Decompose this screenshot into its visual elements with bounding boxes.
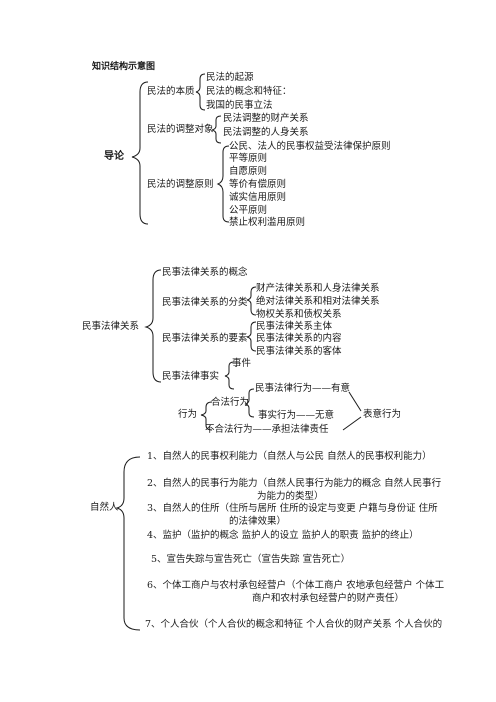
intro-g1-item: 民法的概念和特征： [206,86,292,97]
relations-root-label: 民事法律关系 [82,321,140,332]
relations-cls-item: 财产法律关系和人身法律关系 [256,283,380,294]
legal-brace [244,388,255,418]
relations-elem-brace [246,321,257,352]
act-brace [200,401,213,431]
page-title: 知识结构示意图 [92,62,156,72]
act-expr-label: 表意行为 [363,409,402,420]
act-legal-item: 事实行为——无意 [258,410,335,421]
person-root-label: 自然人 [90,502,119,513]
person-item: 6、个体工商户与农村承包经营户（个体工商户 农地承包经营户 个体工 [147,580,445,591]
intro-g1-item: 我国的民事立法 [206,100,273,111]
intro-g1-label: 民法的本质 [147,86,195,97]
intro-g3-item: 禁止权利滥用原则 [229,217,306,228]
expr-arrow [348,391,362,412]
intro-g3-item: 平等原则 [229,153,268,164]
relations-elem-label: 民事法律关系的要素 [162,333,248,344]
person-item: 2、自然人的民事行为能力（自然人民事行为能力的概念 自然人民事行 [147,478,442,489]
relations-fact-brace [224,361,235,390]
act-label: 行为 [178,409,198,420]
relations-cls-label: 民事法律关系的分类 [162,297,248,308]
person-item-cont: 商户和农村承包经营户的财产责任） [252,593,405,604]
person-item: 4、监护（监护的概念 监护人的设立 监护人的职责 监护的终止） [147,530,419,541]
intro-g1-item: 民法的起源 [206,72,254,83]
act-illegal-label: 不合法行为——承担法律责任 [205,424,329,435]
intro-g2-brace [211,115,222,144]
expr-arrow [342,416,362,431]
person-item-cont: 为能力的类型） [257,491,324,502]
intro-g3-item: 自愿原则 [229,166,268,177]
intro-g3-item: 公平原则 [229,205,268,216]
intro-g2-item: 民法调整的财产关系 [223,113,309,124]
intro-root-brace [131,81,149,225]
relations-cls-brace [246,286,257,316]
intro-g2-label: 民法的调整对象 [147,124,214,135]
relations-fact-item: 事件 [232,358,252,369]
person-item: 1、自然人的民事权利能力（自然人与公民 自然人的民事权利能力） [147,451,432,462]
relations-root-brace [144,269,162,383]
intro-g3-item: 公民、法人的民事权益受法律保护原则 [229,141,391,152]
intro-g3-item: 等价有偿原则 [229,179,287,190]
person-item: 7、个人合伙（个人合伙的概念和特征 个人合伙的财产关系 个人合伙的 [145,619,443,630]
relations-concept: 民事法律关系的概念 [162,267,248,278]
act-legal-item: 民事法律行为——有意 [255,383,351,394]
person-item: 5、宣告失踪与宣告死亡（宣告失踪 宣告死亡） [151,554,351,565]
intro-g3-item: 诚实信用原则 [229,192,287,203]
relations-elem-item: 民事法律关系的内容 [256,333,342,344]
person-item-cont: 的法律效果） [229,516,287,527]
relations-elem-item: 民事法律关系的客体 [256,346,342,357]
person-root-brace [115,456,141,631]
relations-cls-item: 绝对法律关系和相对法律关系 [256,296,380,307]
intro-g3-label: 民法的调整原则 [147,179,214,190]
intro-g3-brace [216,145,230,223]
intro-g2-item: 民法调整的人身关系 [223,127,309,138]
intro-root-label: 导论 [104,151,124,162]
relations-fact-label: 民事法律事实 [162,371,220,382]
relations-elem-item: 民事法律关系主体 [256,321,333,332]
relations-cls-item: 物权关系和债权关系 [256,309,342,320]
person-item: 3、自然人的住所（住所与居所 住所的设定与变更 户籍与身份证 住所 [147,503,438,514]
act-legal-label: 合法行为 [211,397,250,408]
intro-g1-brace [195,73,206,111]
